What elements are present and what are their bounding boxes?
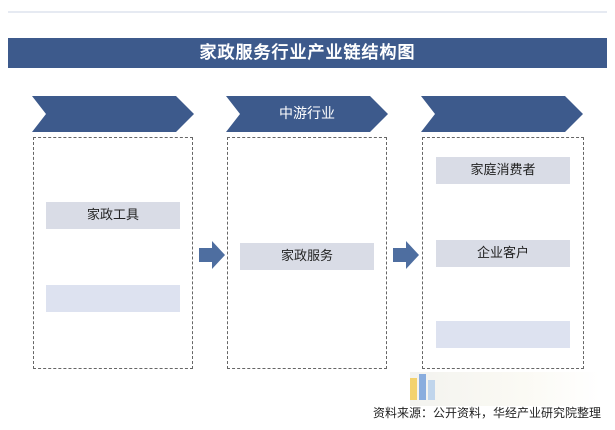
stage-label-midstream: 中游行业 (279, 106, 335, 122)
item-downstream-1: 家庭消费者 (436, 157, 570, 184)
flow-arrow-icon (199, 241, 225, 269)
stage-header-downstream (421, 96, 583, 132)
chevron-shape (226, 96, 388, 132)
item-upstream-1: 家政工具 (46, 202, 180, 229)
stage-box-downstream (422, 137, 584, 369)
stage-label-downstream (421, 96, 583, 132)
source-background (410, 372, 600, 406)
item-downstream-2: 企业客户 (436, 240, 570, 267)
stage-header-midstream: 中游行业 (226, 96, 388, 132)
item-midstream-1: 家政服务 (240, 243, 374, 270)
item-upstream-2 (46, 285, 180, 312)
diagram-title: 家政服务行业产业链结构图 (8, 38, 607, 68)
stage-label-upstream (32, 96, 194, 132)
source-note: 资料来源：公开资料，华经产业研究院整理 (372, 406, 601, 420)
item-downstream-3 (436, 321, 570, 348)
chevron-shape (32, 96, 194, 132)
stage-box-upstream (33, 137, 193, 369)
stage-box-midstream (227, 137, 387, 369)
top-rule (8, 11, 607, 13)
flow-arrow-icon (393, 241, 419, 269)
stage-header-upstream (32, 96, 194, 132)
chevron-shape (421, 96, 583, 132)
logo-icon (410, 374, 435, 400)
